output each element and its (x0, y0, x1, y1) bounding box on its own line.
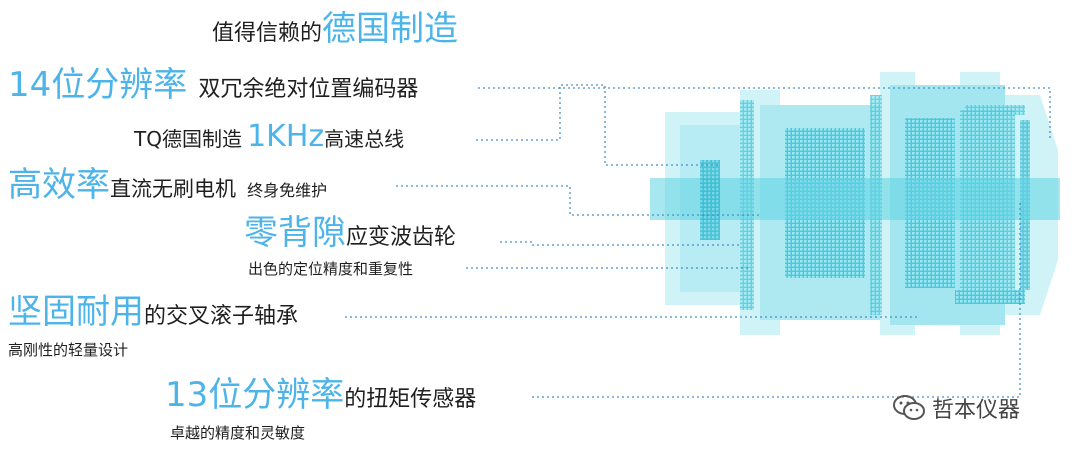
line-bus: TQ德国制造 1KHz高速总线 (134, 122, 404, 152)
bus-speed-highlight: 1KHz (247, 119, 325, 154)
bus-text: 高速总线 (324, 127, 405, 151)
line-encoder: 14位分辨率 双冗余绝对位置编码器 (8, 68, 418, 102)
maintenance-text: 终身免维护 (247, 181, 328, 200)
leader-gear (500, 241, 740, 246)
line-torque: 13位分辨率的扭矩传感器 (165, 378, 476, 412)
line-gear: 零背隙应变波齿轮 (244, 216, 456, 250)
bearing-text: 的交叉滚子轴承 (144, 304, 299, 329)
gear-subtitle: 出色的定位精度和重复性 (248, 260, 414, 278)
tq-text: TQ德国制造 (134, 127, 242, 151)
encoder-text: 双冗余绝对位置编码器 (198, 77, 419, 102)
leader-bus (476, 84, 720, 166)
line-made-in-germany: 值得信赖的德国制造 (212, 12, 458, 46)
line-bearing: 坚固耐用的交叉滚子轴承 (8, 295, 298, 329)
gear-text: 应变波齿轮 (346, 225, 457, 250)
trusted-text: 值得信赖的 (212, 21, 323, 46)
leader-encoder (478, 87, 1051, 140)
efficiency-highlight: 高效率 (8, 165, 110, 205)
durable-highlight: 坚固耐用 (8, 292, 144, 332)
zero-backlash-highlight: 零背隙 (244, 213, 346, 253)
torque-subtitle: 卓越的精度和灵敏度 (170, 424, 306, 442)
leader-motor (396, 185, 760, 216)
wechat-icon (893, 395, 925, 420)
bearing-subtitle: 高刚性的轻量设计 (8, 341, 129, 359)
watermark-text: 哲本仪器 (932, 398, 1021, 423)
made-in-germany-highlight: 德国制造 (322, 9, 459, 49)
torque-resolution-highlight: 13位分辨率 (165, 375, 345, 415)
encoder-resolution-highlight: 14位分辨率 (8, 65, 188, 105)
watermark: 哲本仪器 (892, 392, 1020, 424)
motor-text: 直流无刷电机 (110, 177, 236, 201)
torque-text: 的扭矩传感器 (344, 387, 477, 412)
line-motor: 高效率直流无刷电机 终身免维护 (8, 168, 327, 202)
